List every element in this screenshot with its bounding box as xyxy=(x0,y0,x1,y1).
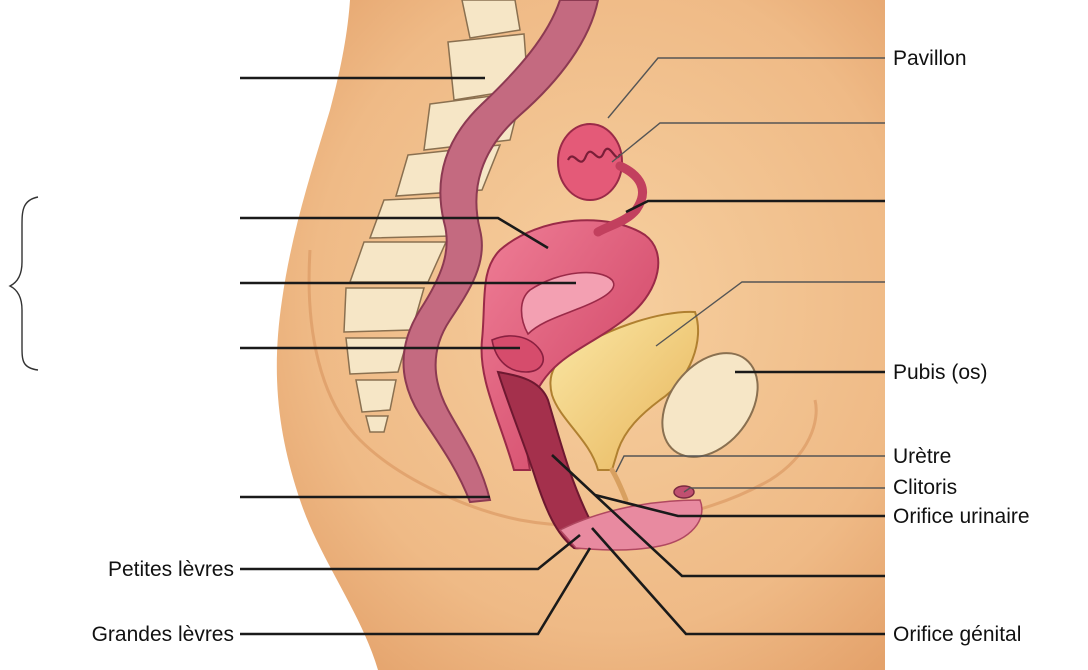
grouping-brace xyxy=(10,197,38,370)
label-pavillon: Pavillon xyxy=(893,47,967,70)
label-orifice-genital: Orifice génital xyxy=(893,623,1021,646)
label-petites-levres: Petites lèvres xyxy=(108,558,234,581)
label-orifice-urinaire: Orifice urinaire xyxy=(893,505,1030,528)
label-uretre: Urètre xyxy=(893,445,951,468)
label-pubis: Pubis (os) xyxy=(893,361,988,384)
label-grandes-levres: Grandes lèvres xyxy=(92,623,234,646)
label-clitoris: Clitoris xyxy=(893,476,957,499)
